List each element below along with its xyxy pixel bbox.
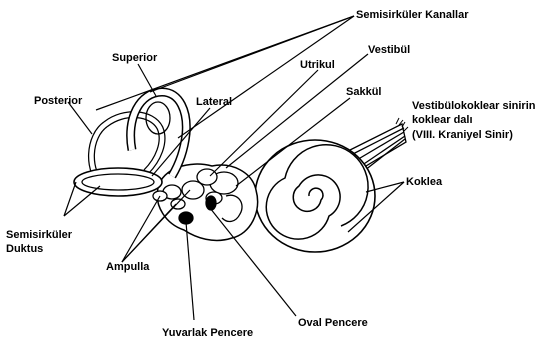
label-semicircular-canals: Semisirküler Kanallar [356, 9, 469, 22]
label-lateral: Lateral [196, 96, 232, 109]
label-round-window: Yuvarlak Pencere [162, 327, 253, 340]
label-duct-line1: Semisirküler [6, 229, 72, 242]
label-sakkul: Sakkül [346, 86, 381, 99]
label-vestibul: Vestibül [368, 44, 410, 57]
label-nerve-line1: Vestibülokoklear sinirin [412, 100, 536, 113]
label-utrikul: Utrikul [300, 59, 335, 72]
label-superior: Superior [112, 52, 157, 65]
label-ampulla: Ampulla [106, 261, 149, 274]
oval-window [206, 196, 216, 210]
lateral-canal [74, 168, 162, 196]
label-nerve-line3: (VIII. Kraniyel Sinir) [412, 129, 513, 142]
label-duct-line2: Duktus [6, 243, 43, 256]
label-nerve-line2: koklear dalı [412, 114, 473, 127]
label-posterior: Posterior [34, 95, 82, 108]
label-koklea: Koklea [406, 176, 442, 189]
label-oval-window: Oval Pencere [298, 317, 368, 330]
